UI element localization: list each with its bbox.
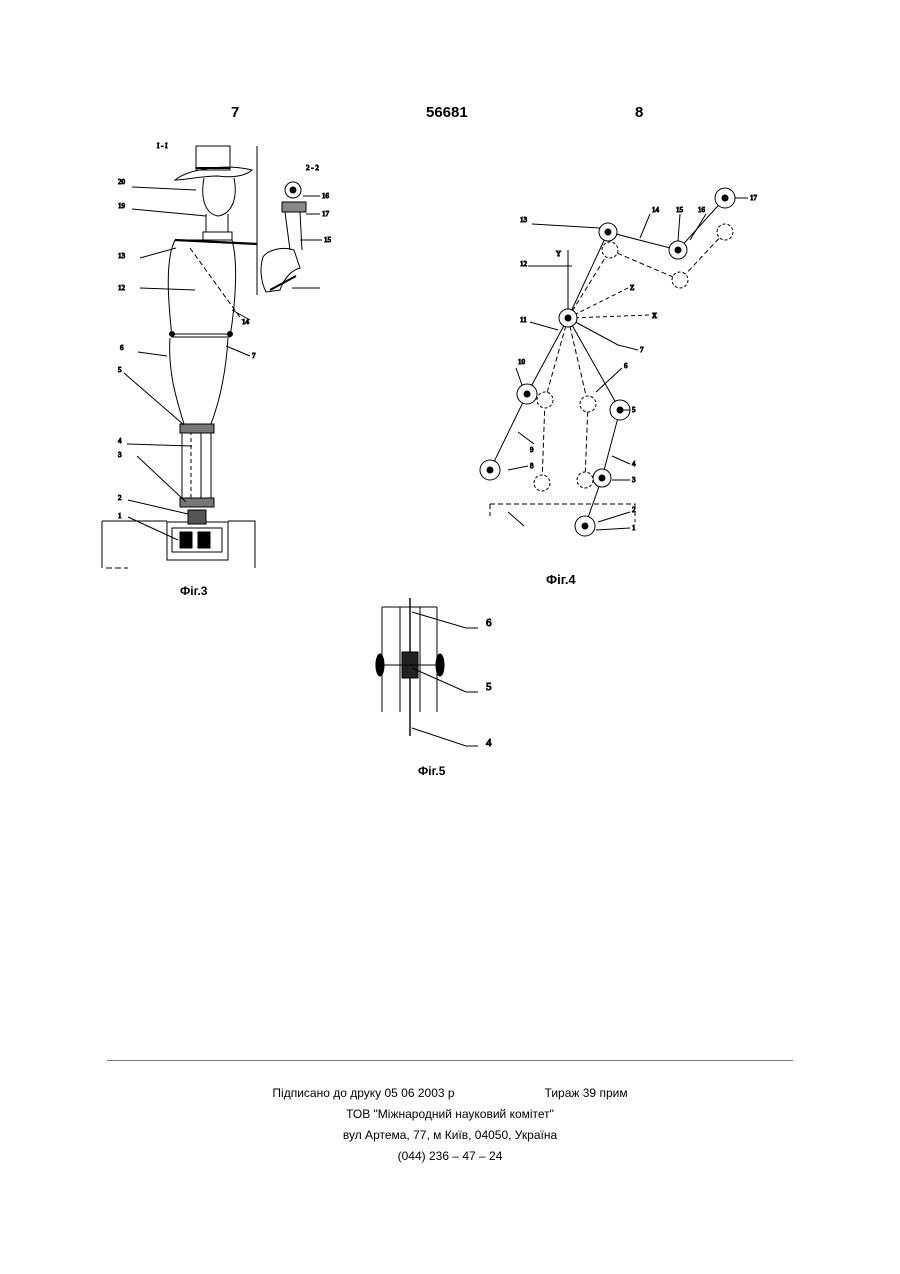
fig3-section-label: 2 - 2 [306, 164, 319, 172]
fig3-label: 1 [118, 512, 122, 520]
fig4-label: 17 [750, 194, 758, 202]
print-run: Тираж 39 прим [545, 1083, 628, 1104]
fig4-label: 9 [530, 446, 534, 454]
fig3-label: 20 [118, 178, 126, 186]
fig3-label: 17 [322, 210, 330, 218]
fig3-label: 7 [252, 352, 256, 360]
imprint-block: Підписано до друку 05 06 2003 р Тираж 39 … [0, 1083, 900, 1167]
fig3-label: 12 [118, 284, 126, 292]
imprint-line-1: Підписано до друку 05 06 2003 р Тираж 39 … [0, 1083, 900, 1104]
figure-4-drawing: Y X Z 13 14 15 16 17 12 11 10 9 8 7 6 5 … [480, 188, 758, 536]
fig4-label: 8 [530, 462, 534, 470]
figure-5-drawing: 6 5 4 [376, 598, 492, 749]
fig4-axis-label: Y [556, 250, 561, 258]
fig4-label: 2 [632, 506, 636, 514]
fig4-label: 13 [520, 216, 528, 224]
fig5-label: 5 [486, 681, 492, 693]
fig3-label: 4 [118, 437, 122, 445]
fig3-label: 19 [118, 202, 126, 210]
fig4-label: 11 [520, 316, 527, 324]
fig4-label: 10 [518, 358, 526, 366]
fig3-label: 5 [118, 366, 122, 374]
fig4-label: 3 [632, 476, 636, 484]
fig4-label: 7 [640, 346, 644, 354]
figure-5-caption: Фіг.5 [418, 764, 445, 778]
fig4-label: 14 [652, 206, 660, 214]
fig4-label: 15 [676, 206, 684, 214]
patent-drawings: I - I 2 - 2 20 19 13 12 14 7 6 5 4 3 2 1… [0, 0, 900, 800]
figure-4-caption: Фіг.4 [546, 572, 576, 587]
fig3-section-label: I - I [157, 142, 168, 150]
fig4-label: 1 [632, 524, 636, 532]
fig3-label: 2 [118, 494, 122, 502]
fig3-label: 16 [322, 192, 330, 200]
fig3-label: 13 [118, 252, 126, 260]
fig4-axis-label: X [652, 312, 657, 320]
signed-date: Підписано до друку 05 06 2003 р [272, 1083, 454, 1104]
figure-3-caption: Фіг.3 [180, 584, 207, 598]
fig3-label: 14 [242, 318, 250, 326]
fig4-label: 4 [632, 460, 636, 468]
publisher-name: ТОВ "Міжнародний науковий комітет" [0, 1104, 900, 1125]
fig4-label: 5 [632, 406, 636, 414]
fig5-label: 6 [486, 617, 492, 629]
fig3-label: 3 [118, 451, 122, 459]
fig4-label: 16 [698, 206, 706, 214]
fig4-label: 6 [624, 362, 628, 370]
footer-divider [107, 1060, 793, 1061]
figure-3-drawing: I - I 2 - 2 20 19 13 12 14 7 6 5 4 3 2 1… [102, 142, 332, 568]
publisher-phone: (044) 236 – 47 – 24 [0, 1146, 900, 1167]
fig4-axis-label: Z [630, 284, 634, 292]
fig3-label: 6 [120, 344, 124, 352]
fig5-label: 4 [486, 737, 492, 749]
fig3-label: 15 [324, 236, 332, 244]
publisher-address: вул Артема, 77, м Київ, 04050, Україна [0, 1125, 900, 1146]
fig4-label: 12 [520, 260, 528, 268]
